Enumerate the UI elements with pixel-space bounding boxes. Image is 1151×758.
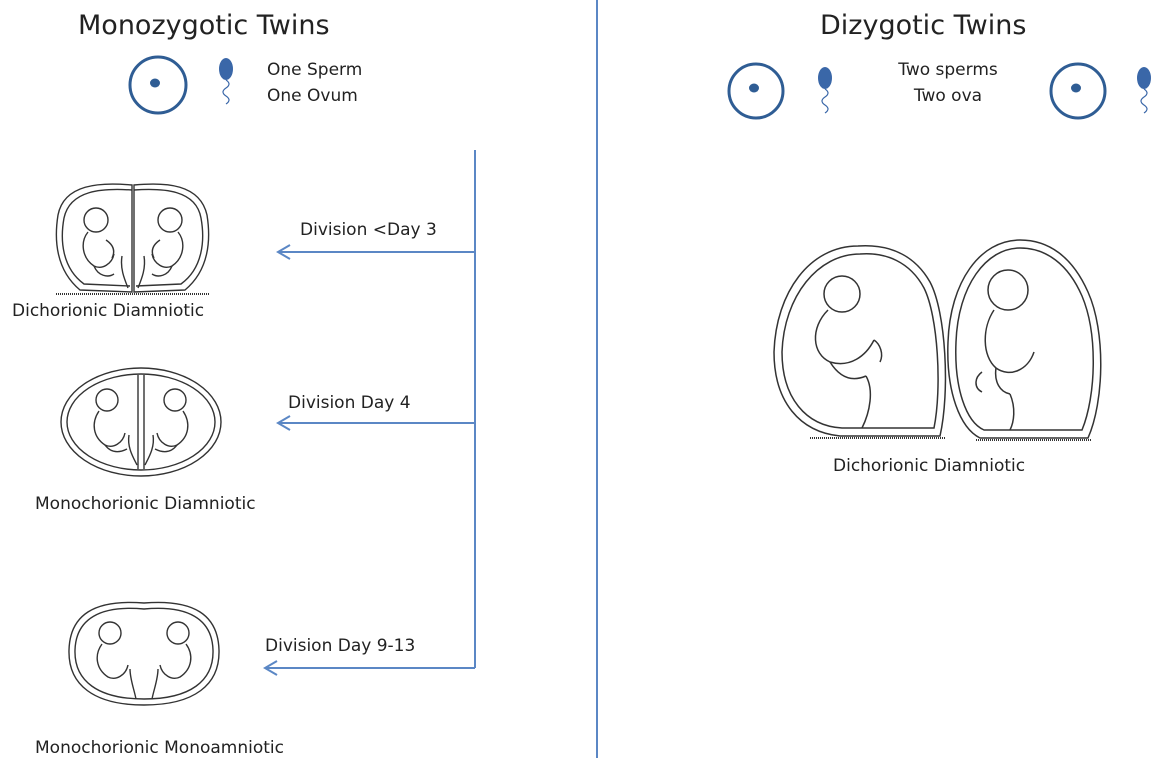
ovum-icon-2 [1047, 60, 1109, 122]
result-monochorionic-monoamniotic: Monochorionic Monoamniotic [35, 738, 284, 758]
di-gamete-line1: Two sperms [886, 57, 1010, 83]
arrow-day9-13 [265, 661, 475, 675]
sperm-icon-1 [815, 66, 837, 118]
dizygotic-twins-drawing [770, 232, 1110, 447]
dizygotic-title: Dizygotic Twins [820, 10, 1026, 41]
sperm-icon-2 [1134, 66, 1151, 118]
di-gamete-line2: Two ova [886, 83, 1010, 109]
monochorionic-diamniotic-drawing [57, 365, 225, 480]
arrow-day4 [278, 416, 475, 430]
ovum-icon-1 [725, 60, 787, 122]
result-monochorionic-diamniotic: Monochorionic Diamniotic [35, 494, 256, 514]
arrow-label-day9-13: Division Day 9-13 [265, 636, 415, 656]
dizygotic-result: Dichorionic Diamniotic [833, 456, 1025, 476]
dichorionic-diamniotic-drawing [50, 180, 215, 300]
result-dichorionic-diamniotic: Dichorionic Diamniotic [12, 301, 204, 321]
di-gametes-text: Two sperms Two ova [886, 57, 1010, 109]
arrow-label-day3: Division <Day 3 [300, 220, 437, 240]
arrow-label-day4: Division Day 4 [288, 393, 411, 413]
monochorionic-monoamniotic-drawing [64, 595, 224, 710]
arrow-day3 [278, 245, 475, 259]
